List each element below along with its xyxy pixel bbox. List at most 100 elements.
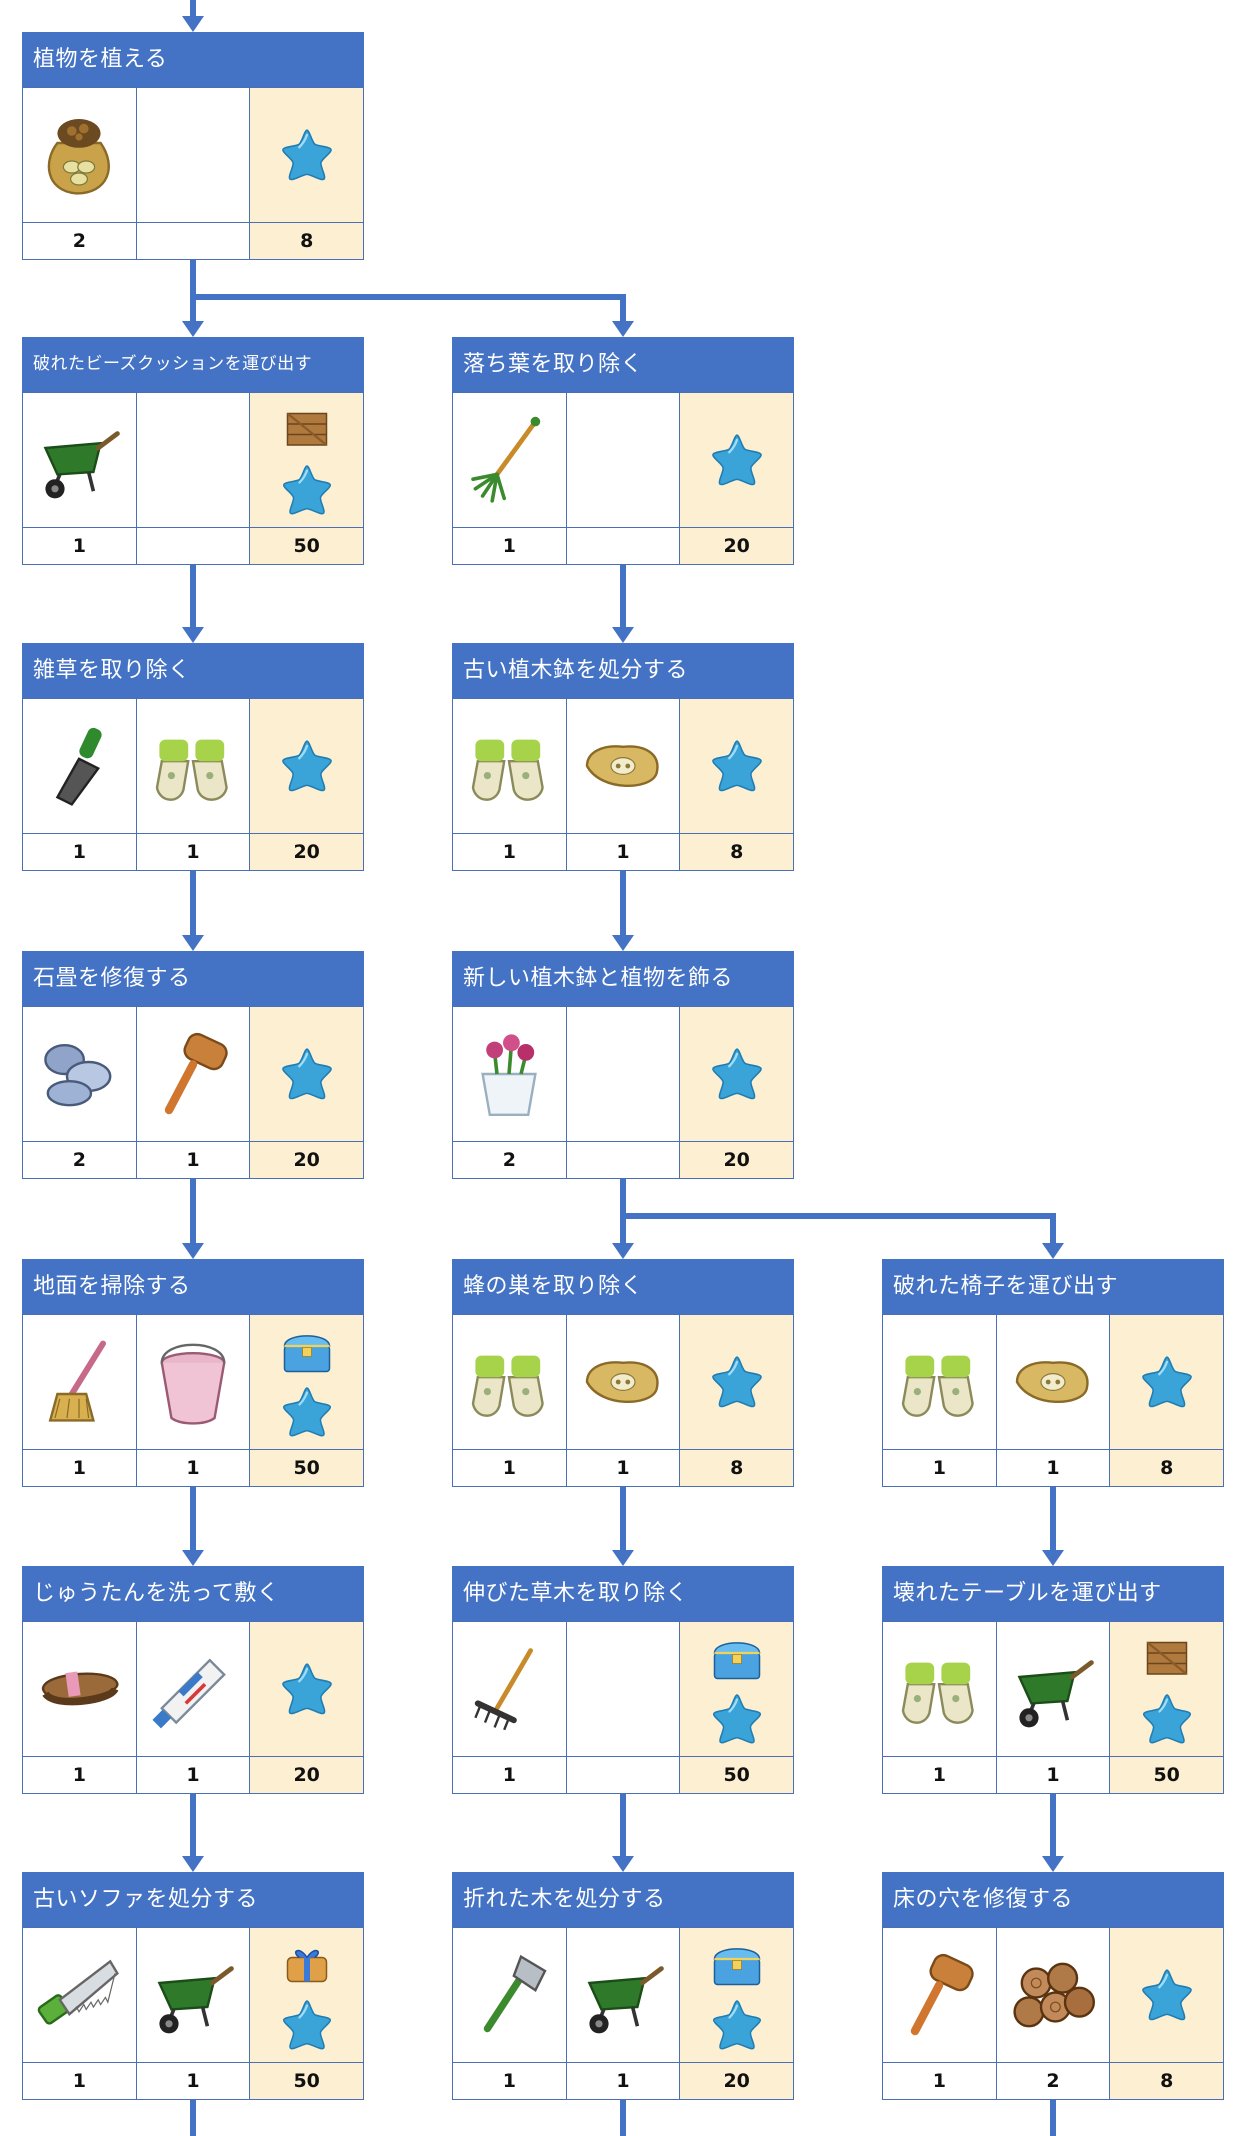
required-item-2 <box>136 1927 251 2062</box>
required-item-count-2 <box>136 222 251 259</box>
reward-cell <box>1110 1314 1225 1449</box>
required-item-count-2: 1 <box>566 833 681 870</box>
required-item-count-1: 1 <box>453 1449 567 1486</box>
required-item-1 <box>883 1314 997 1449</box>
reward-cell <box>250 1314 365 1449</box>
required-item-1 <box>23 1006 137 1141</box>
task-title: 古い植木鉢を処分する <box>452 643 794 698</box>
mop-icon <box>48 1340 107 1422</box>
required-item-count-1: 2 <box>23 1141 137 1178</box>
connector-plant-beanbag-arrow <box>182 321 204 337</box>
task-icons-row <box>22 87 365 222</box>
task-title: じゅうたんを洗って敷く <box>22 1566 364 1621</box>
required-item-count-2: 1 <box>136 2062 251 2099</box>
task-title: 折れた木を処分する <box>452 1872 794 1927</box>
wheelbarrow-icon <box>1017 1660 1094 1728</box>
task-title: 破れた椅子を運び出す <box>882 1259 1224 1314</box>
gloves-icon <box>902 1662 975 1724</box>
required-item-2 <box>566 392 681 527</box>
flower-pot-icon <box>481 1034 538 1116</box>
required-item-2 <box>136 1006 251 1141</box>
required-item-1 <box>453 698 567 833</box>
task-title: 石畳を修復する <box>22 951 364 1006</box>
required-item-count-2: 1 <box>136 1141 251 1178</box>
required-item-2 <box>136 392 251 527</box>
connector-new-pots-beehive-arrow <box>612 1243 634 1259</box>
required-item-count-2 <box>566 1756 681 1793</box>
task-title: 落ち葉を取り除く <box>452 337 794 392</box>
required-item-count-2: 1 <box>566 1449 681 1486</box>
reward-count: 8 <box>250 222 365 259</box>
required-item-1 <box>23 1621 137 1756</box>
axe-icon <box>484 1954 547 2033</box>
connector-table-floor-arrow <box>1042 1856 1064 1872</box>
reward-cell <box>1110 1927 1225 2062</box>
required-item-count-1: 1 <box>883 2062 997 2099</box>
required-item-count-1: 1 <box>453 1756 567 1793</box>
connector-overgrown-fallen-tree-arrow <box>612 1856 634 1872</box>
connector-old-pots-new-pots-arrow <box>612 935 634 951</box>
required-item-2 <box>136 698 251 833</box>
task-title: 新しい植木鉢と植物を飾る <box>452 951 794 1006</box>
reward-count: 8 <box>680 1449 795 1486</box>
task-title: 蜂の巣を取り除く <box>452 1259 794 1314</box>
required-item-count-1: 1 <box>453 2062 567 2099</box>
required-item-1 <box>453 1927 567 2062</box>
connector-weeds-paving-arrow <box>182 935 204 951</box>
required-item-1 <box>23 1927 137 2062</box>
star-icon <box>281 1663 332 1715</box>
reward-cell <box>250 1006 365 1141</box>
leaf-rake-icon <box>471 416 541 503</box>
required-item-count-1: 1 <box>883 1449 997 1486</box>
required-item-count-2: 1 <box>996 1449 1111 1486</box>
reward-count: 20 <box>680 2062 795 2099</box>
mallet-icon <box>911 1953 975 2036</box>
trowel-icon <box>56 727 102 806</box>
required-item-2 <box>566 1621 681 1756</box>
gloves-icon <box>472 1355 545 1417</box>
wheelbarrow-icon <box>43 431 121 499</box>
required-item-2 <box>996 1927 1111 2062</box>
required-item-1 <box>883 1621 997 1756</box>
required-item-count-1: 1 <box>23 1756 137 1793</box>
task-icons-row <box>22 1927 365 2062</box>
wheelbarrow-icon <box>587 1966 664 2034</box>
seed-bag-icon <box>48 119 111 195</box>
required-item-count-2: 1 <box>136 1449 251 1486</box>
task-title: 古いソファを処分する <box>22 1872 364 1927</box>
connector-carpet-sofa-arrow <box>182 1856 204 1872</box>
required-item-2 <box>136 1621 251 1756</box>
required-item-count-2: 1 <box>136 833 251 870</box>
task-icons-row <box>22 392 365 527</box>
task-icons-row <box>22 1006 365 1141</box>
task-title: 雑草を取り除く <box>22 643 364 698</box>
task-icons-row <box>882 1621 1225 1756</box>
required-item-count-1: 1 <box>23 2062 137 2099</box>
required-item-count-1: 2 <box>453 1141 567 1178</box>
required-item-count-1: 1 <box>23 1449 137 1486</box>
star-icon <box>1141 1356 1192 1408</box>
required-item-2 <box>996 1314 1111 1449</box>
logs-icon <box>1013 1962 1095 2028</box>
required-item-count-2: 2 <box>996 2062 1111 2099</box>
star-icon <box>282 2000 331 2050</box>
reward-count: 8 <box>680 833 795 870</box>
task-icons-row <box>452 1621 795 1756</box>
task-icons-row <box>452 392 795 527</box>
required-item-1 <box>23 87 137 222</box>
required-item-2 <box>566 1006 681 1141</box>
